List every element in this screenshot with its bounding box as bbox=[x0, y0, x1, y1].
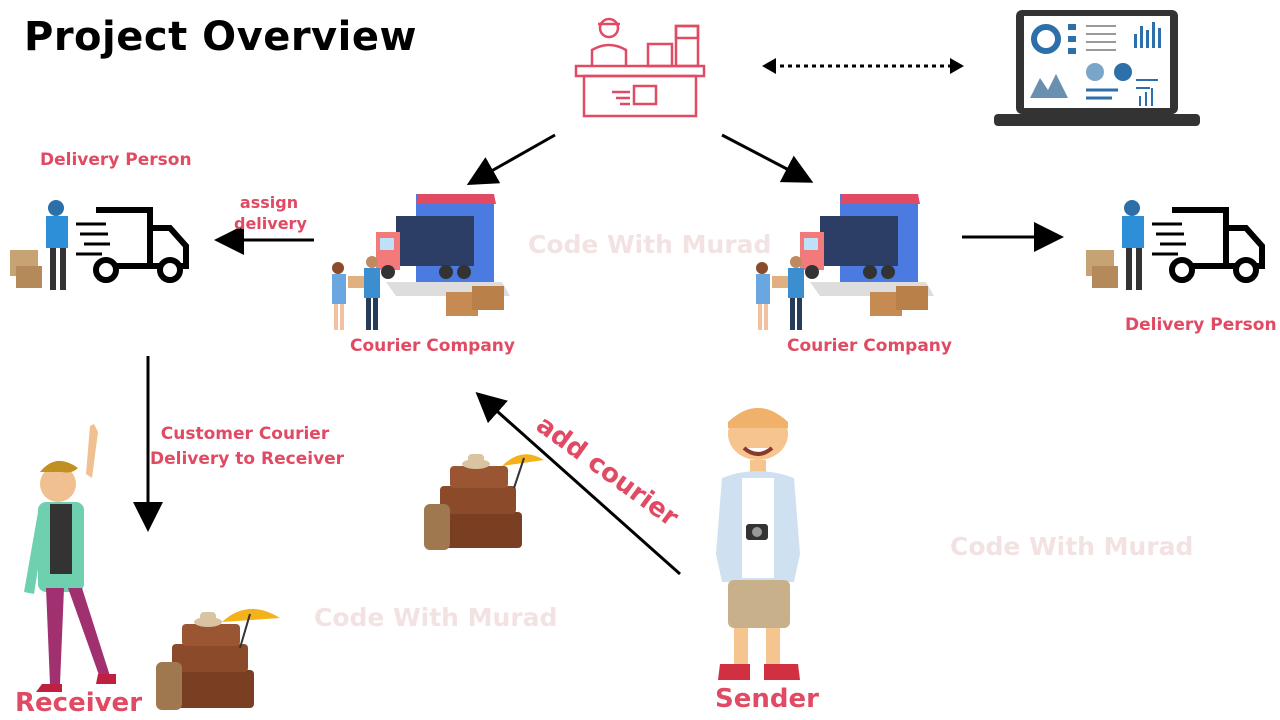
page-title: Project Overview bbox=[24, 14, 417, 60]
arrow-admin-to-left-company bbox=[466, 133, 556, 185]
assign-delivery-line: delivery bbox=[234, 214, 307, 233]
courier-company-icon bbox=[756, 194, 934, 330]
courier-company-icon bbox=[332, 194, 510, 330]
admin-counter-icon bbox=[574, 17, 706, 118]
delivery-person-label: Delivery Person bbox=[1125, 315, 1277, 335]
arrow-add-courier bbox=[475, 392, 681, 576]
delivery-person-label: Delivery Person bbox=[40, 150, 192, 170]
delivery-person-icon bbox=[10, 200, 189, 290]
sender-figure bbox=[716, 408, 800, 680]
laptop-dashboard-icon bbox=[994, 10, 1200, 126]
watermark-text: Code With Murad bbox=[528, 230, 772, 259]
customer-delivery-line: Delivery to Receiver bbox=[150, 449, 345, 469]
sender-label: Sender bbox=[715, 684, 819, 714]
luggage-icon bbox=[156, 608, 280, 710]
assign-delivery-line: assign bbox=[239, 193, 299, 212]
arrowhead-left bbox=[762, 58, 776, 74]
luggage-icon bbox=[424, 454, 544, 550]
receiver-label: Receiver bbox=[15, 688, 143, 718]
courier-company-label: Courier Company bbox=[350, 336, 515, 356]
arrow-admin-to-right-company bbox=[721, 133, 814, 183]
watermark-text: Code With Murad bbox=[950, 532, 1194, 561]
delivery-person-icon bbox=[1086, 200, 1265, 290]
courier-company-label: Courier Company bbox=[787, 336, 952, 356]
customer-delivery-label: Customer Courier Delivery to Receiver bbox=[150, 422, 345, 472]
receiver-figure bbox=[24, 424, 116, 692]
watermark-text: Code With Murad bbox=[314, 603, 558, 632]
arrowhead-right bbox=[950, 58, 964, 74]
assign-delivery-label: assign delivery bbox=[234, 192, 307, 234]
customer-delivery-line: Customer Courier bbox=[160, 424, 330, 444]
